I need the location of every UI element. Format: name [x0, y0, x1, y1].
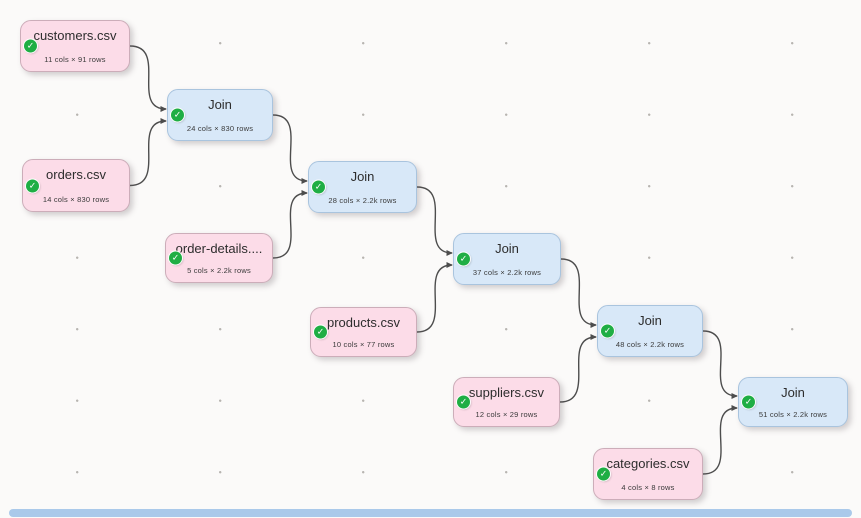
connection-join4-join5[interactable]	[702, 330, 738, 399]
connection-customers-join1[interactable]	[129, 45, 167, 112]
node-title: Join	[208, 98, 232, 112]
connection-order_details-join2[interactable]	[272, 190, 308, 259]
connection-join1-join2[interactable]	[272, 114, 308, 184]
node-title: Join	[350, 170, 375, 184]
node-subtitle: 37 cols × 2.2k rows	[472, 268, 542, 277]
node-subtitle: 48 cols × 2.2k rows	[615, 340, 685, 349]
status-ok-icon: ✓	[457, 395, 470, 409]
node-join4[interactable]: ✓ Join 48 cols × 2.2k rows	[597, 305, 703, 357]
connection-suppliers-join4[interactable]	[559, 334, 597, 403]
status-ok-icon: ✓	[169, 251, 182, 265]
node-title: Join	[638, 314, 662, 328]
connection-join3-join4[interactable]	[560, 258, 597, 328]
node-subtitle: 24 cols × 830 rows	[186, 124, 254, 133]
status-ok-icon: ✓	[171, 108, 184, 122]
connection-join2-join3[interactable]	[416, 186, 453, 256]
node-title: order-details....	[175, 242, 263, 256]
status-ok-icon: ✓	[26, 179, 39, 192]
connection-products-join3[interactable]	[416, 262, 453, 333]
node-customers[interactable]: ✓customers.csv 11 cols × 91 rows	[20, 20, 130, 72]
horizontal-scrollbar[interactable]	[9, 509, 852, 517]
node-subtitle: 5 cols × 2.2k rows	[187, 266, 251, 275]
node-subtitle: 28 cols × 2.2k rows	[328, 196, 397, 205]
status-ok-icon: ✓	[457, 252, 470, 266]
node-title: suppliers.csv	[468, 386, 545, 400]
status-ok-icon: ✓	[314, 325, 327, 339]
node-title: products.csv	[327, 316, 400, 330]
node-title: customers.csv	[33, 29, 117, 43]
node-orders[interactable]: ✓ orders.csv 14 cols × 830 rows	[22, 159, 130, 212]
node-suppliers[interactable]: ✓suppliers.csv 12 cols × 29 rows	[453, 377, 560, 427]
status-ok-icon: ✓	[601, 324, 614, 338]
status-ok-icon: ✓	[597, 467, 610, 481]
node-order_details[interactable]: ✓order-details.... 5 cols × 2.2k rows	[165, 233, 273, 283]
node-title: Join	[781, 386, 805, 400]
node-subtitle: 4 cols × 8 rows	[621, 483, 675, 492]
status-ok-icon: ✓	[312, 180, 325, 194]
node-subtitle: 10 cols × 77 rows	[332, 340, 395, 349]
node-join1[interactable]: ✓ Join 24 cols × 830 rows	[167, 89, 273, 141]
connection-categories-join5[interactable]	[702, 405, 738, 475]
node-title: Join	[495, 242, 519, 256]
node-subtitle: 51 cols × 2.2k rows	[758, 410, 828, 419]
node-join5[interactable]: ✓ Join 51 cols × 2.2k rows	[738, 377, 848, 427]
connection-orders-join1[interactable]	[129, 118, 167, 187]
node-subtitle: 11 cols × 91 rows	[44, 55, 106, 64]
status-ok-icon: ✓	[742, 395, 755, 409]
node-join2[interactable]: ✓ Join 28 cols × 2.2k rows	[308, 161, 417, 213]
node-categories[interactable]: ✓categories.csv 4 cols × 8 rows	[593, 448, 703, 500]
node-title: orders.csv	[46, 168, 106, 182]
status-ok-icon: ✓	[24, 39, 37, 53]
node-join3[interactable]: ✓ Join 37 cols × 2.2k rows	[453, 233, 561, 285]
node-products[interactable]: ✓products.csv 10 cols × 77 rows	[310, 307, 417, 357]
node-subtitle: 14 cols × 830 rows	[42, 195, 110, 204]
node-subtitle: 12 cols × 29 rows	[475, 410, 538, 419]
node-title: categories.csv	[606, 457, 690, 471]
